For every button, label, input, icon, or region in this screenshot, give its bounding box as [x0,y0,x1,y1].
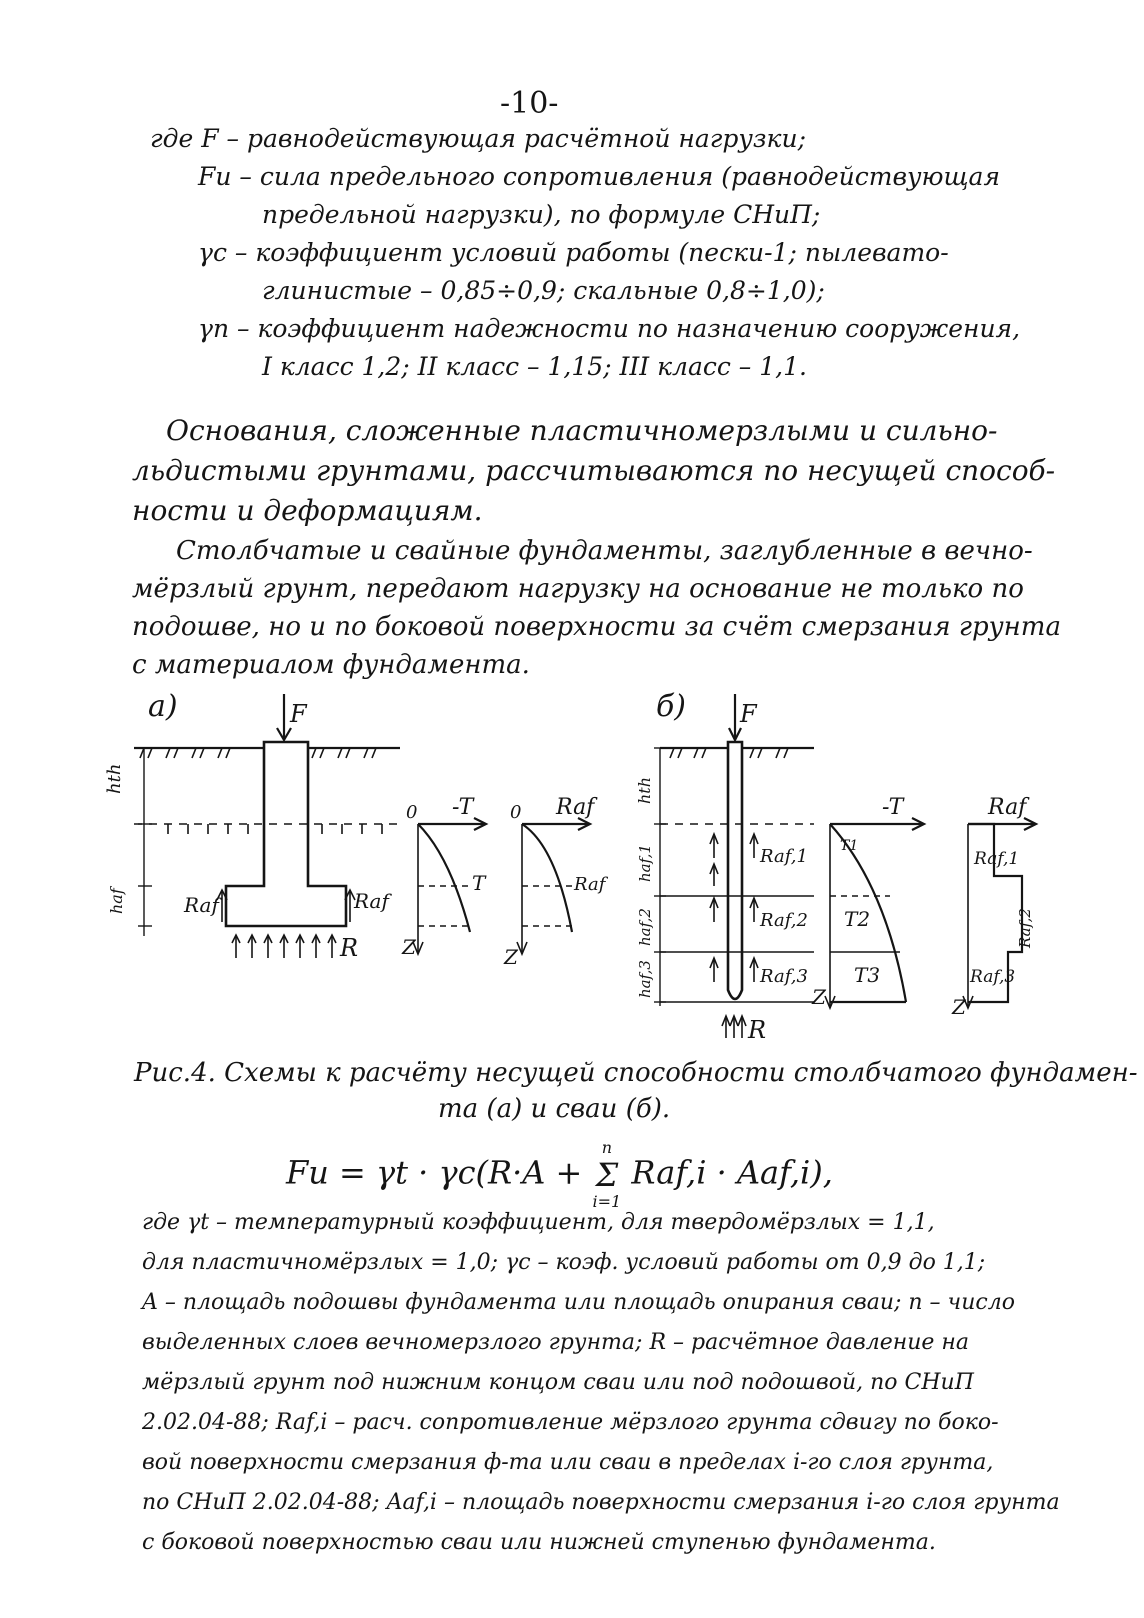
fig-label-b: б) [656,689,686,724]
force-label-a: F [289,700,308,728]
after-line-6: 2.02.04-88; Raf,i – расч. сопротивление … [142,1410,999,1435]
text-line-10: ности и деформациям. [132,494,483,527]
text-line-9: льдистыми грунтами, рассчитываются по не… [132,454,1056,487]
after-line-9: с боковой поверхностью сваи или нижней с… [142,1530,936,1555]
text-line-12: мёрзлый грунт, передают нагрузку на осно… [132,574,1024,604]
zero-label-1: 0 [406,802,417,823]
t1-label: T1 [840,838,858,854]
sum-bottom: i=1 [592,1192,622,1211]
raf-curve-label: Raf [573,874,609,895]
formula-lhs: Fu = γt · γc [286,1153,476,1192]
text-line-1: где F – равнодействующая расчётной нагру… [150,124,807,153]
text-line-8: Основания, сложенные пластичномерзлыми и… [166,414,998,447]
dim-hth-b-label: hth [635,777,654,804]
formula-term: Raf,i · Aaf,i), [621,1153,833,1192]
text-line-14: с материалом фундамента. [132,650,530,680]
formula-body: (R·A + [475,1153,593,1192]
raf-left-label: Raf [183,893,222,917]
after-line-2: для пластичномёрзлых = 1,0; γc – коэф. у… [142,1250,986,1275]
text-line-13: подошве, но и по боковой поверхности за … [132,612,1061,642]
raf3-label: Raf,3 [759,966,808,987]
after-line-7: вой поверхности смерзания ф-та или сваи … [142,1450,994,1475]
text-line-7: I класс 1,2; II класс – 1,15; III класс … [262,352,807,381]
sum-top: n [601,1138,613,1157]
sum-sigma: Σ [595,1156,619,1194]
after-line-5: мёрзлый грунт под нижним концом сваи или… [142,1370,974,1395]
text-line-2: Fu – сила предельного сопротивления (рав… [198,162,1001,191]
figure-caption-line-1: Рис.4. Схемы к расчёту несущей способнос… [134,1058,1138,1088]
t-label: T [472,871,487,895]
dim-haf3-label: haf,3 [636,960,654,998]
raf-col-1: Raf,1 [973,849,1019,869]
after-line-8: по СНиП 2.02.04-88; Aaf,i – площадь пове… [142,1490,1060,1515]
raf-col-2: Raf,2 [1016,908,1034,949]
text-line-11: Столбчатые и свайные фундаменты, заглубл… [176,536,1033,566]
text-line-6: γn – коэффициент надежности по назначени… [198,314,1021,343]
fig-label-a: а) [148,689,178,724]
after-line-4: выделенных слоев вечномерзлого грунта; R… [142,1330,969,1355]
z-label-2: Z [503,945,519,969]
dim-haf-label: haf [107,885,126,914]
text-line-3: предельной нагрузки), по формуле СНиП; [262,200,821,229]
raf2-label: Raf,2 [759,910,808,931]
text-line-5: глинистые – 0,85÷0,9; скальные 0,8÷1,0); [262,276,825,305]
raf-col-3: Raf,3 [969,967,1015,987]
t3-label: T3 [854,963,880,987]
raf-right-label: Raf [353,889,392,913]
dim-haf2-label: haf,2 [636,908,654,946]
t2-label: T2 [844,907,870,931]
figure-caption-line-2: та (а) и сваи (б). [438,1094,671,1124]
raf-col-label: Raf [987,795,1030,820]
shear-label-1: -T [452,795,476,820]
zero-label-2: 0 [510,802,521,823]
foundation-diagram: а) F hth haf Raf Raf R 0 -T T Z 0 Raf Ra… [104,689,1039,1044]
dim-haf1-label: haf,1 [636,844,654,882]
after-line-3: A – площадь подошвы фундамента или площа… [142,1290,1015,1315]
raf-diagram-label: Raf [555,795,598,820]
reaction-label-b: R [747,1016,766,1044]
z-label-b2: Z [951,995,967,1019]
raf1-label: Raf,1 [759,846,808,867]
shear-label-b: -T [882,795,906,820]
z-label-1: Z [401,935,417,959]
dim-hth-label: hth [104,764,125,794]
text-line-4: γc – коэффициент условий работы (пески-1… [198,238,949,267]
z-label-b1: Z [811,985,827,1009]
page-number: -10- [500,86,559,121]
reaction-label-a: R [339,934,358,962]
after-line-1: где γt – температурный коэффициент, для … [142,1210,935,1235]
force-label-b: F [739,700,758,728]
